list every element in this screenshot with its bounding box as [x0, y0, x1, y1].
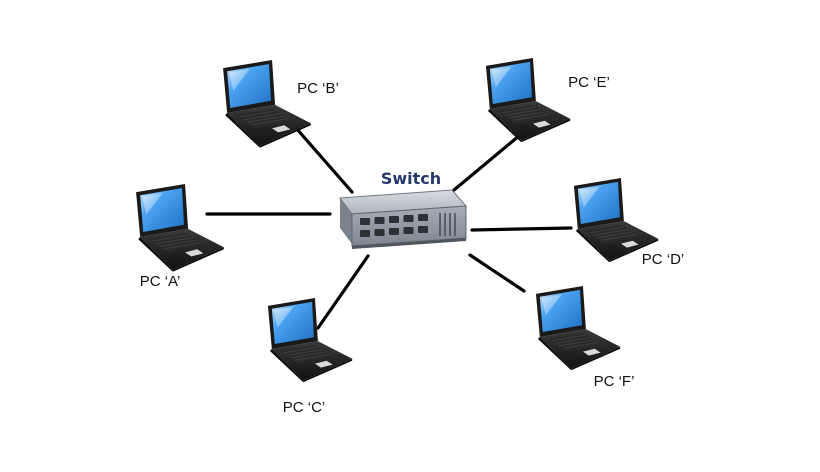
link-line-f-switch [468, 253, 526, 293]
pc-node-b: PC ‘B’ [222, 60, 339, 148]
switch-node: Switch [339, 169, 468, 249]
switch-port [374, 217, 385, 224]
laptop-icon [222, 60, 312, 148]
switch-label: Switch [381, 169, 441, 188]
network-switch-icon [339, 189, 468, 249]
pc-label-c: PC ‘C’ [283, 399, 326, 416]
laptop-icon [485, 58, 571, 143]
pc-node-c: PC ‘C’ [267, 298, 353, 416]
pc-label-a: PC ‘A’ [140, 273, 181, 290]
laptop-icon [535, 286, 621, 371]
pc-nodes: PC ‘A’ PC ‘B’ PC ‘C’ PC ‘D’ PC ‘E’ PC ‘F’ [135, 58, 685, 416]
laptop-icon [267, 298, 353, 383]
link-line-b-switch [294, 126, 354, 194]
link-line-d-switch [470, 226, 573, 232]
switch-port [403, 215, 414, 222]
switch-port [360, 230, 370, 237]
link-line-e-switch [452, 128, 528, 192]
pc-node-f: PC ‘F’ [535, 286, 635, 390]
pc-node-d: PC ‘D’ [573, 178, 685, 268]
switch-port [418, 214, 428, 221]
switch-port [374, 229, 385, 236]
pc-label-e: PC ‘E’ [568, 74, 610, 91]
laptop-icon [573, 178, 659, 263]
pc-node-a: PC ‘A’ [135, 184, 225, 290]
switch-port [360, 218, 370, 225]
pc-label-b: PC ‘B’ [297, 80, 339, 97]
switch-port [403, 227, 414, 234]
pc-label-f: PC ‘F’ [594, 373, 635, 390]
switch-port [418, 226, 428, 233]
pc-node-e: PC ‘E’ [485, 58, 610, 143]
laptop-icon [135, 184, 225, 272]
pc-label-d: PC ‘D’ [642, 251, 685, 268]
switch-port [389, 228, 399, 235]
link-lines [205, 126, 573, 330]
switch-port [389, 216, 399, 223]
link-line-c-switch [316, 254, 370, 330]
